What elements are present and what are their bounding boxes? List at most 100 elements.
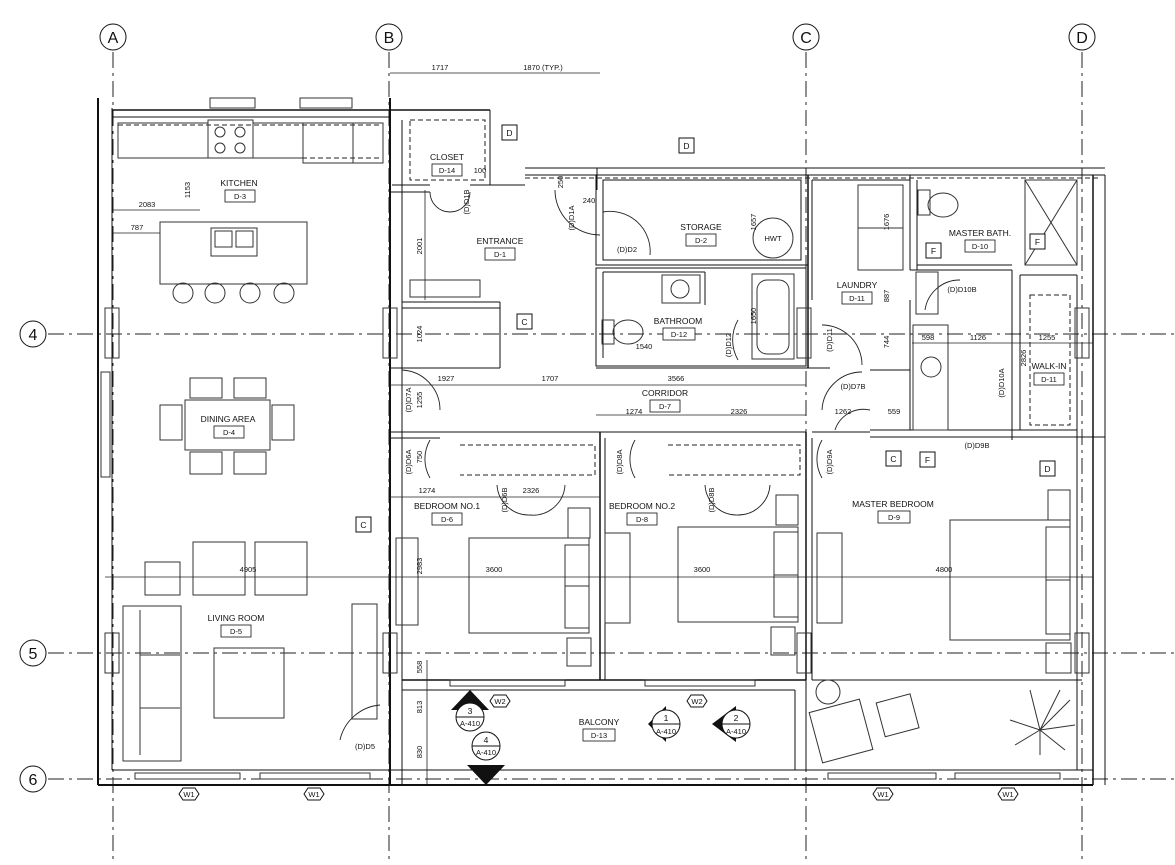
section-marker-2: 2 A-410 — [712, 706, 751, 742]
dim-label: 887 — [882, 290, 891, 303]
room-balcony: BALCONY D-13 — [579, 717, 620, 742]
grid-label-5: 5 — [29, 646, 38, 663]
dim-label: 813 — [415, 701, 424, 714]
dim-label: 2083 — [139, 200, 156, 209]
room-name-entrance: ENTRANCE — [477, 236, 524, 246]
dim-label: 1717 — [432, 63, 449, 72]
bath-fixtures — [601, 179, 1078, 431]
room-tag-corridor: D-7 — [659, 402, 671, 411]
dim-label: 1262 — [835, 407, 852, 416]
balcony-furniture — [808, 679, 1076, 764]
tag-d: D — [683, 141, 689, 151]
dim-label: 2326 — [523, 486, 540, 495]
room-name-corridor: CORRIDOR — [642, 388, 688, 398]
living-furniture — [122, 541, 378, 762]
dim-label: 1540 — [636, 342, 653, 351]
room-bedroom-2: BEDROOM NO.2 D-8 — [609, 501, 675, 526]
tag-d: D — [506, 128, 512, 138]
door-label: (D)D6B — [500, 487, 509, 512]
dim-label: 1024 — [415, 326, 424, 343]
dim-label: 2001 — [415, 238, 424, 255]
window-tag-w2: W2 — [494, 697, 505, 706]
door-label: (D)D12 — [724, 333, 733, 357]
hwt-label: HWT — [764, 234, 781, 243]
grid-bubble-c: C — [792, 23, 820, 51]
dimension-labels: 1717 1870 (TYP.) 1153 2083 787 100 250 2… — [131, 63, 1056, 758]
grid-label-b: B — [384, 30, 395, 47]
dim-label: 100 — [474, 166, 487, 175]
room-name-walk-in: WALK-IN — [1031, 361, 1066, 371]
door-label: (D)D8A — [615, 449, 624, 474]
room-name-living: LIVING ROOM — [208, 613, 265, 623]
room-name-master-bedroom: MASTER BEDROOM — [852, 499, 934, 509]
section-sheet: A-410 — [460, 719, 480, 728]
dim-label: 1274 — [419, 486, 436, 495]
section-marker-3: 3 A-410 — [451, 690, 489, 732]
room-tag-master-bedroom: D-9 — [888, 513, 900, 522]
room-tag-bedroom-1: D-6 — [441, 515, 453, 524]
room-closet: CLOSET D-14 — [430, 152, 464, 177]
door-label: (D)D5 — [355, 742, 375, 751]
dimension-lines — [105, 72, 1093, 785]
room-tag-balcony: D-13 — [591, 731, 607, 740]
tag-c: C — [890, 454, 896, 464]
dim-label: 250 — [556, 176, 565, 189]
room-walk-in: WALK-IN D-11 — [1031, 361, 1067, 386]
grid-label-d: D — [1076, 30, 1088, 47]
dim-label: 1650 — [749, 308, 758, 325]
dim-label: 4800 — [936, 565, 953, 574]
window-tag-w1: W1 — [1002, 790, 1013, 799]
room-tag-entrance: D-1 — [494, 250, 506, 259]
room-name-storage: STORAGE — [680, 222, 722, 232]
grid-bubble-4: 4 — [19, 320, 47, 348]
dim-label: 3566 — [668, 374, 685, 383]
window-tag-w1: W1 — [308, 790, 319, 799]
dim-label: 1255 — [1039, 333, 1056, 342]
door-label: (D)D7A — [404, 387, 413, 412]
dim-label: 1657 — [749, 214, 758, 231]
section-sheet: A-410 — [656, 727, 676, 736]
dim-label: 1153 — [183, 182, 192, 198]
room-tag-dining: D-4 — [223, 428, 235, 437]
dim-label: 240 — [583, 196, 596, 205]
section-num: 3 — [468, 706, 473, 716]
room-name-dining: DINING AREA — [201, 414, 256, 424]
section-num: 4 — [484, 735, 489, 745]
entrance-furniture — [409, 279, 481, 298]
dim-label: 4905 — [240, 565, 257, 574]
door-label: (D)D8B — [707, 487, 716, 512]
door-swings — [339, 189, 961, 741]
door-labels: (D)D1B (D)D1A (D)D2 (D)D12 (D)D11 (D)D10… — [355, 189, 1006, 751]
dim-label: 1676 — [882, 214, 891, 231]
room-tag-living: D-5 — [230, 627, 242, 636]
room-laundry: LAUNDRY D-11 — [837, 280, 878, 305]
room-tag-laundry: D-11 — [849, 294, 865, 303]
dim-label: 1927 — [438, 374, 455, 383]
dim-label: 787 — [131, 223, 144, 232]
tag-f: F — [1035, 237, 1040, 247]
room-tag-master-bath: D-10 — [972, 242, 988, 251]
door-label: (D)D1A — [567, 205, 576, 230]
section-sheet: A-410 — [476, 748, 496, 757]
tag-c: C — [360, 520, 366, 530]
door-label: (D)D2 — [617, 245, 637, 254]
window-tags: W1 W1 W1 W1 W2 W2 — [178, 694, 1019, 801]
grid-label-a: A — [108, 30, 119, 47]
grid-bubble-a: A — [99, 23, 127, 51]
room-bedroom-1: BEDROOM NO.1 D-6 — [414, 501, 480, 526]
dim-label: 750 — [415, 451, 424, 464]
tag-c: C — [521, 317, 527, 327]
windows — [100, 307, 1090, 780]
room-tag-storage: D-2 — [695, 236, 707, 245]
section-num: 2 — [734, 713, 739, 723]
hidden-lines — [118, 119, 1100, 476]
door-label: (D)D7B — [840, 382, 865, 391]
dim-label: 1255 — [415, 392, 424, 409]
tag-f: F — [931, 246, 936, 256]
door-label: (D)D1B — [462, 189, 471, 214]
room-tag-bathroom: D-12 — [671, 330, 687, 339]
grid-label-c: C — [800, 30, 812, 47]
dim-label: 1126 — [970, 333, 986, 342]
dim-label: 744 — [882, 336, 891, 349]
